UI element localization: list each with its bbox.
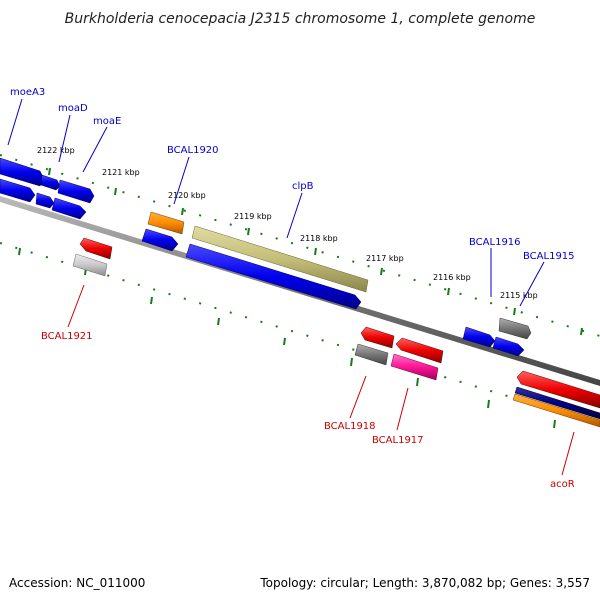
tick-label: 2119 kbp <box>234 212 272 221</box>
gene-moaD-arrow[interactable] <box>40 174 61 191</box>
topology-text: Topology: circular; Length: 3,870,082 bp… <box>259 576 590 590</box>
tick-label: 2117 kbp <box>366 254 404 263</box>
tick-label: 2122 kbp <box>37 146 75 155</box>
gene-acor-bar[interactable] <box>512 393 600 428</box>
accession-text: Accession: NC_011000 <box>9 576 145 590</box>
gene-blue-arrow[interactable] <box>0 178 36 203</box>
tick-label: 2115 kbp <box>500 291 538 300</box>
gene-label-clpb[interactable]: clpB <box>292 181 314 192</box>
gene-grey-arrow[interactable] <box>498 317 532 340</box>
gene-bcal1917-arrow[interactable] <box>390 353 439 381</box>
gene-red-arrow[interactable] <box>360 326 395 349</box>
gene-label-bcal1915[interactable]: BCAL1915 <box>523 251 575 262</box>
gene-blue-arrow[interactable] <box>51 197 87 220</box>
tick-label: 2116 kbp <box>433 273 471 282</box>
gene-label-bcal1917[interactable]: BCAL1917 <box>372 435 424 446</box>
forward-genes-outer <box>0 157 532 340</box>
major-ticks <box>18 167 583 429</box>
leader-lines-forward <box>7 98 545 307</box>
gene-clpb-bar[interactable] <box>191 225 369 293</box>
gene-blue-bar[interactable] <box>185 243 362 310</box>
forward-genes-inner <box>0 178 525 357</box>
gene-red-arrow[interactable] <box>395 337 444 364</box>
gene-navy-bar[interactable] <box>514 386 600 420</box>
gene-label-moae[interactable]: moaE <box>93 116 121 127</box>
gene-label-bcal1921[interactable]: BCAL1921 <box>41 331 93 342</box>
tick-label: 2118 kbp <box>300 234 338 243</box>
gene-label-bcal1920[interactable]: BCAL1920 <box>167 145 219 156</box>
gene-bcal1918-arrow[interactable] <box>354 343 389 366</box>
gene-label-acor[interactable]: acoR <box>550 479 575 490</box>
gene-red-arrow[interactable] <box>516 370 600 409</box>
gene-blue-arrow[interactable] <box>35 192 55 209</box>
gene-blue-arrow[interactable] <box>141 228 179 252</box>
gene-bcal1920-arrow[interactable] <box>147 211 185 235</box>
gene-label-moad[interactable]: moaD <box>58 103 88 114</box>
gene-bcal1916-arrow[interactable] <box>462 326 496 348</box>
gene-bcal1921-arrow[interactable] <box>72 253 108 277</box>
gene-moaE-arrow[interactable] <box>57 179 95 204</box>
leader-lines-reverse <box>67 284 575 476</box>
reverse-genes <box>72 237 600 428</box>
gene-bcal1915-arrow[interactable] <box>492 336 525 357</box>
map-title: Burkholderia cenocepacia J2315 chromosom… <box>65 11 536 27</box>
tick-label: 2120 kbp <box>168 191 206 200</box>
tick-label: 2121 kbp <box>102 168 140 177</box>
gene-label-bcal1916[interactable]: BCAL1916 <box>469 237 521 248</box>
gene-red-arrow[interactable] <box>79 237 113 260</box>
gene-label-bcal1918[interactable]: BCAL1918 <box>324 421 376 432</box>
gene-label-moea3[interactable]: moeA3 <box>10 87 45 98</box>
